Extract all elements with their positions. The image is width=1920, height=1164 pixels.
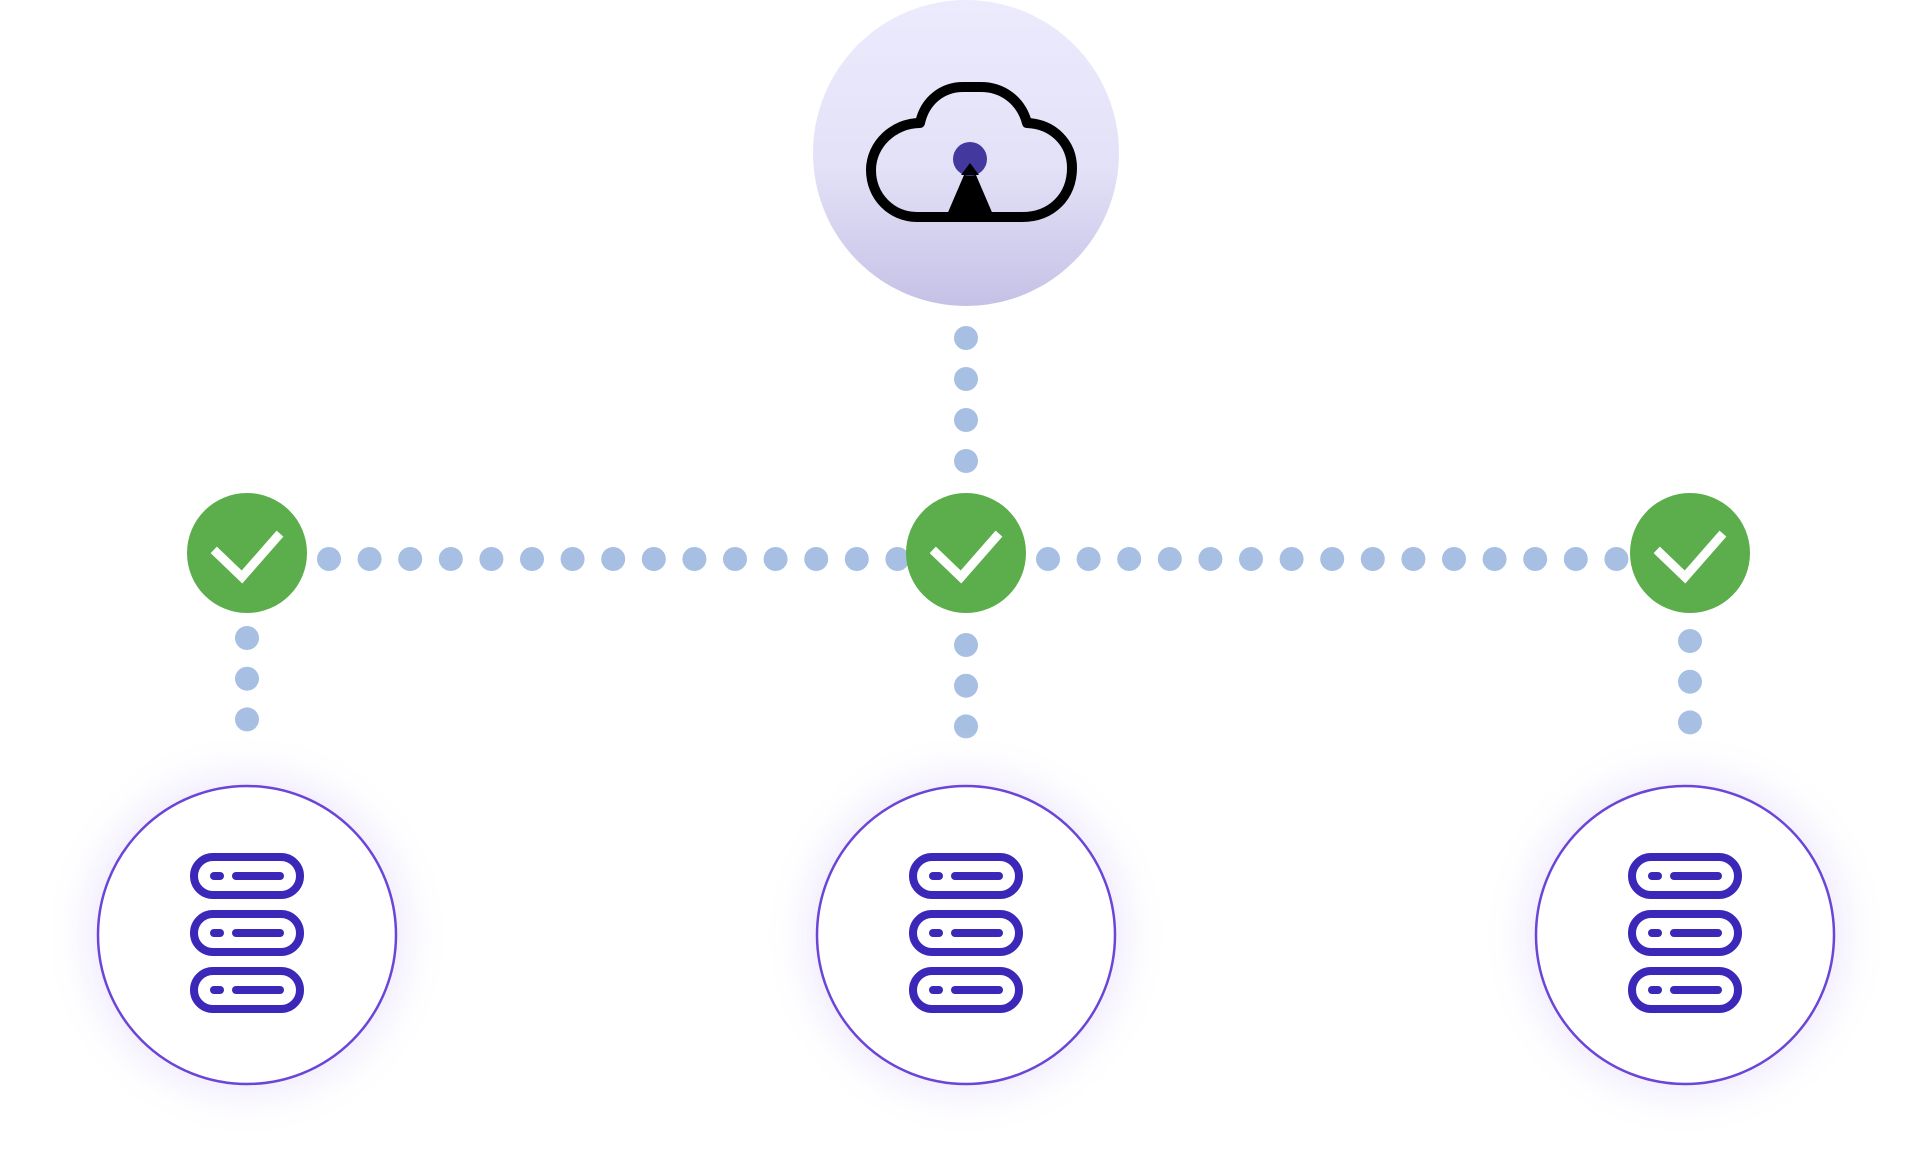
- status-checks: [187, 493, 1750, 613]
- connector-dot: [723, 547, 747, 571]
- connector-dot: [1360, 547, 1385, 571]
- connector-dot: [479, 547, 504, 571]
- connector-right-to-server: [1678, 629, 1702, 735]
- checkmark-icon: [210, 530, 284, 584]
- server-nodes: [42, 730, 1890, 1140]
- connector-left-to-center: [317, 547, 910, 571]
- connector-dot: [520, 547, 544, 571]
- connector-dot: [235, 707, 259, 732]
- connector-dot: [1320, 547, 1345, 571]
- connector-dot: [954, 367, 978, 391]
- connector-dot: [235, 666, 259, 691]
- connector-dot: [1401, 547, 1426, 571]
- checkmark-icon: [1653, 530, 1727, 584]
- check-node-right: [1630, 493, 1750, 613]
- connector-dot: [1678, 710, 1702, 735]
- connector-dot: [1678, 669, 1702, 694]
- cloud-upload-icon: [866, 82, 1077, 222]
- connector-dot: [1678, 629, 1702, 653]
- connector-dot: [1036, 547, 1060, 571]
- connector-dot: [954, 408, 978, 432]
- connector-dot: [398, 547, 423, 571]
- server-node-center: [761, 730, 1171, 1140]
- connector-dot: [954, 673, 978, 698]
- connector-dot: [235, 626, 259, 650]
- connector-dot: [317, 547, 341, 571]
- connector-dot: [1482, 547, 1507, 571]
- connector-dot: [1157, 547, 1182, 571]
- connector-dot: [1604, 547, 1629, 571]
- connector-dot: [1198, 547, 1223, 571]
- connector-dot: [1239, 547, 1263, 571]
- connector-lines: [235, 326, 1702, 739]
- check-node-left: [187, 493, 307, 613]
- connector-dot: [1279, 547, 1304, 571]
- connector-dot: [844, 547, 869, 571]
- checkmark-icon: [929, 530, 1003, 584]
- connector-dot: [1563, 547, 1588, 571]
- connector-dot: [954, 633, 978, 657]
- connector-dot: [954, 326, 978, 350]
- connector-dot: [601, 547, 626, 571]
- check-node-center: [906, 493, 1026, 613]
- connector-dot: [1442, 547, 1466, 571]
- connector-dot: [885, 547, 910, 571]
- connector-dot: [954, 449, 978, 473]
- server-stack-icon: [190, 853, 304, 1013]
- connector-hub-to-center: [954, 326, 978, 473]
- connector-center-to-right: [1036, 547, 1629, 571]
- server-node-left: [42, 730, 452, 1140]
- connector-dot: [641, 547, 666, 571]
- connector-dot: [682, 547, 707, 571]
- connector-dot: [438, 547, 463, 571]
- server-stack-icon: [909, 853, 1023, 1013]
- connector-dot: [1117, 547, 1142, 571]
- connector-dot: [1523, 547, 1548, 571]
- connector-dot: [1076, 547, 1101, 571]
- server-node-right: [1480, 730, 1890, 1140]
- connector-dot: [357, 547, 382, 571]
- connector-dot: [560, 547, 585, 571]
- cloud-hub: [813, 0, 1119, 306]
- connector-dot: [804, 547, 829, 571]
- connector-center-to-server: [954, 633, 978, 739]
- connector-left-to-server: [235, 626, 259, 732]
- server-stack-icon: [1628, 853, 1742, 1013]
- connector-dot: [763, 547, 788, 571]
